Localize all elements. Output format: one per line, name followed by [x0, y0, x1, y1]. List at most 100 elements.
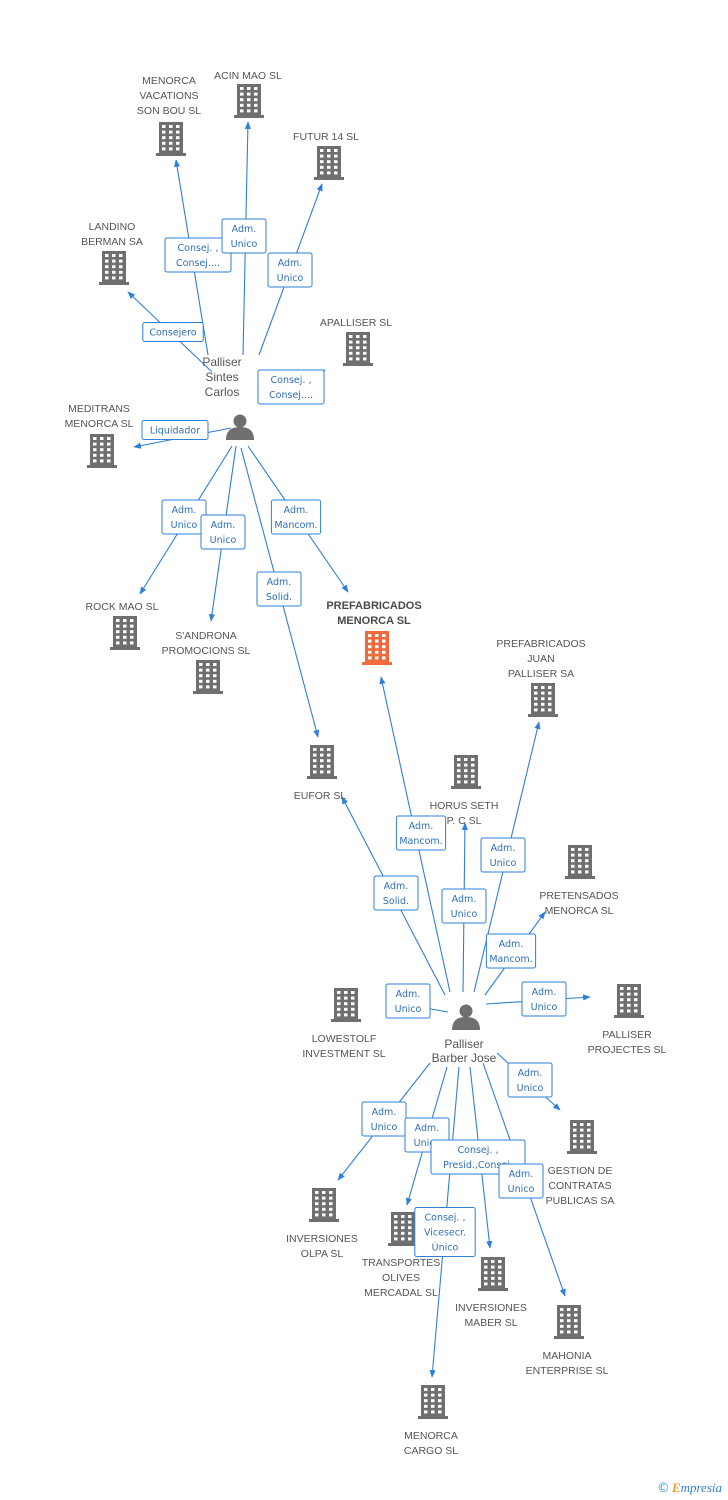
relation-label-p2-inversiones-olpa[interactable]: Adm.Unico [361, 1101, 407, 1137]
relation-label-p2-lowestolf[interactable]: Adm.Unico [385, 983, 431, 1019]
relation-label-text: Adm. [284, 505, 309, 516]
relation-label-text: Unico [171, 520, 198, 531]
building-icon [451, 755, 481, 789]
relation-label-text: Adm. [509, 1169, 534, 1180]
relation-label-p2-eufor[interactable]: Adm.Solid. [373, 875, 419, 911]
company-node-futur-14[interactable]: FUTUR 14 SL [293, 131, 359, 180]
company-name: MERCADAL SL [364, 1287, 438, 1299]
relation-label-text: Adm. [278, 258, 303, 269]
relation-label-p1-acin-mao[interactable]: Adm.Unico [221, 218, 267, 254]
relation-label-text: Adm. [415, 1123, 440, 1134]
relation-label-p2-prefabricados-juan[interactable]: Adm.Unico [480, 837, 526, 873]
person-name: Barber Jose [432, 1051, 497, 1065]
relation-label-text: Adm. [491, 843, 516, 854]
relation-label-box [507, 1062, 553, 1098]
relation-label-p2-palliser-projectes[interactable]: Adm. Unico [521, 981, 567, 1017]
relation-label-text: Adm. [232, 224, 257, 235]
relation-label-p1-sandrona[interactable]: Adm. Unico [200, 514, 246, 550]
relation-label-text: Vicesecr. [424, 1228, 466, 1239]
company-name: VACATIONS [139, 90, 198, 102]
edge-labels-layer: Consej. ,Consej....Adm.UnicoAdm.UnicoCon… [141, 218, 567, 1257]
company-name: MENORCA [404, 1430, 458, 1442]
relation-label-p1-rock-mao[interactable]: Adm.Unico [161, 499, 207, 535]
relation-label-text: Adm. [532, 987, 557, 998]
company-node-pretensados[interactable]: PRETENSADOS MENORCA SL [539, 845, 619, 917]
company-name: PRETENSADOS [539, 890, 618, 902]
relation-label-p1-futur-14[interactable]: Adm. Unico [267, 252, 313, 288]
relation-label-text: Adm. [211, 520, 236, 531]
company-name: BERMAN SA [81, 236, 143, 248]
relation-label-p1-landino-berman[interactable]: Consejero [142, 322, 204, 342]
relation-label-p2-menorca-cargo[interactable]: Consej. , Vicesecr. Único [414, 1207, 476, 1257]
relation-label-p1-menorca-vacations[interactable]: Consej. ,Consej.... [164, 237, 232, 273]
relation-label-p2-gestion-contratas[interactable]: Adm.Unico [507, 1062, 553, 1098]
relation-label-box [256, 571, 302, 607]
company-name: P. C SL [447, 815, 482, 827]
building-icon [614, 984, 644, 1018]
relation-label-text: Unico [210, 535, 237, 546]
relation-label-box [521, 981, 567, 1017]
company-name: PALLISER [602, 1029, 652, 1041]
person-name: Palliser [202, 355, 241, 369]
relation-label-text: Unico [451, 909, 478, 920]
brand-logo-e: E [671, 1480, 681, 1495]
company-name: EUFOR SL [294, 790, 347, 802]
relation-label-box [485, 933, 537, 969]
relation-label-p2-pretensados[interactable]: Adm.Mancom. [485, 933, 537, 969]
relation-label-p1-eufor[interactable]: Adm.Solid. [256, 571, 302, 607]
company-name: ACIN MAO SL [214, 70, 282, 82]
relation-label-text: Unico [277, 273, 304, 284]
company-name: MAHONIA [542, 1350, 591, 1362]
company-name: ENTERPRISE SL [526, 1365, 609, 1377]
company-name: MENORCA SL [65, 418, 134, 430]
company-node-menorca-cargo[interactable]: MENORCA CARGO SL [404, 1385, 458, 1457]
relation-label-p1-prefabricados-menorca[interactable]: Adm.Mancom. [270, 499, 322, 535]
company-node-apalliser[interactable]: APALLISER SL [320, 317, 392, 366]
relation-label-text: Adm. [518, 1068, 543, 1079]
relation-label-box [142, 322, 204, 342]
company-node-eufor[interactable]: EUFOR SL [294, 745, 347, 802]
relation-label-box [257, 369, 325, 405]
company-name: JUAN [527, 653, 554, 665]
relation-label-p2-prefabricados-menorca[interactable]: Adm.Mancom. [395, 815, 447, 851]
building-icon [307, 745, 337, 779]
company-node-acin-mao[interactable]: ACIN MAO SL [214, 70, 282, 118]
building-icon [331, 988, 361, 1022]
company-name: MENORCA SL [545, 905, 614, 917]
company-node-horus-seth[interactable]: HORUS SETH P. C SL [430, 755, 499, 827]
relation-label-box [267, 252, 313, 288]
person-icon [226, 414, 254, 440]
relation-label-text: Unico [531, 1002, 558, 1013]
company-name: OLIVES [382, 1272, 420, 1284]
company-name: HORUS SETH [430, 800, 499, 812]
company-node-rock-mao[interactable]: ROCK MAO SL [86, 601, 159, 650]
relation-label-p1-meditrans[interactable]: Liquidador [141, 420, 209, 440]
person-name: Palliser [444, 1037, 483, 1051]
company-node-mahonia[interactable]: MAHONIA ENTERPRISE SL [526, 1305, 609, 1377]
relation-label-text: Adm. [409, 821, 434, 832]
relation-label-box [200, 514, 246, 550]
building-icon [418, 1385, 448, 1419]
building-icon [554, 1305, 584, 1339]
relation-label-text: Único [432, 1242, 459, 1254]
relation-label-text: Consej. , [425, 1213, 466, 1224]
relation-label-p2-horus-seth[interactable]: Adm.Unico [441, 888, 487, 924]
relation-label-p2-mahonia[interactable]: Adm.Unico [498, 1163, 544, 1199]
relation-label-p1-apalliser[interactable]: Consej. ,Consej.... [257, 369, 325, 405]
company-name: CARGO SL [404, 1445, 458, 1457]
